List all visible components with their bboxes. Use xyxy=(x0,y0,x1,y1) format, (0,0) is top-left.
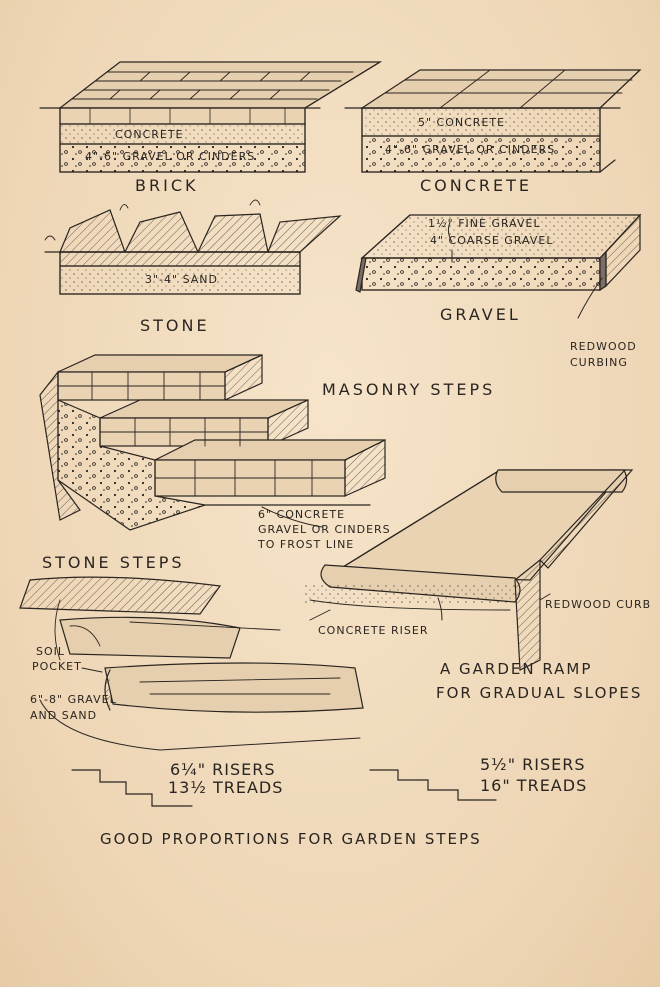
label-risers-b: 5½" RISERS xyxy=(480,755,586,774)
label-ramp-title-1: A GARDEN RAMP xyxy=(440,660,593,678)
label-risers-a: 6¼" RISERS xyxy=(170,760,276,779)
proportion-steps-diagram-a xyxy=(71,769,193,807)
label-redwood: REDWOOD xyxy=(570,340,637,353)
label-fine-gravel: 1½" FINE GRAVEL xyxy=(428,217,541,230)
label-soil: SOIL xyxy=(36,645,66,658)
label-gravel-cinders: GRAVEL OR CINDERS xyxy=(258,523,391,536)
label-gravel-concrete: 4"-6" GRAVEL OR CINDERS xyxy=(385,143,556,156)
label-concrete-brick: CONCRETE xyxy=(115,128,184,141)
label-redwood-curb: REDWOOD CURB xyxy=(545,598,652,611)
label-brick: BRICK xyxy=(135,176,199,195)
masonry-steps-drawing xyxy=(39,354,386,531)
garden-ramp-drawing xyxy=(305,469,634,671)
concrete-paving-section xyxy=(344,69,642,173)
stone-paving-section xyxy=(44,199,342,295)
label-6in-concrete: 6" CONCRETE xyxy=(258,508,346,521)
label-gravel-sand-2: AND SAND xyxy=(30,709,98,722)
label-caption: GOOD PROPORTIONS FOR GARDEN STEPS xyxy=(100,830,482,848)
proportion-steps-diagram-b xyxy=(369,769,497,801)
label-5in-concrete: 5" CONCRETE xyxy=(418,116,506,129)
label-treads-a: 13½ TREADS xyxy=(168,778,284,797)
label-gravel-brick: 4"-6" GRAVEL OR CINDERS xyxy=(85,150,256,163)
stone-steps-drawing xyxy=(19,576,364,751)
label-pocket: POCKET xyxy=(32,660,82,673)
label-coarse-gravel: 4" COARSE GRAVEL xyxy=(430,234,554,247)
label-concrete-riser: CONCRETE RISER xyxy=(318,624,429,637)
label-ramp-title-2: FOR GRADUAL SLOPES xyxy=(436,684,643,702)
label-treads-b: 16" TREADS xyxy=(480,776,588,795)
label-gravel: GRAVEL xyxy=(440,305,521,324)
label-frost-line: TO FROST LINE xyxy=(258,538,355,551)
label-gravel-sand-1: 6"-8" GRAVEL xyxy=(30,693,117,706)
label-stone: STONE xyxy=(140,316,210,335)
label-sand: 3"-4" SAND xyxy=(145,273,218,286)
label-curbing: CURBING xyxy=(570,356,628,369)
brick-paving-section xyxy=(39,61,383,173)
label-concrete: CONCRETE xyxy=(420,176,533,195)
label-stone-steps: STONE STEPS xyxy=(42,553,185,572)
label-masonry-steps: MASONRY STEPS xyxy=(322,380,496,399)
gravel-paving-section xyxy=(355,213,642,319)
